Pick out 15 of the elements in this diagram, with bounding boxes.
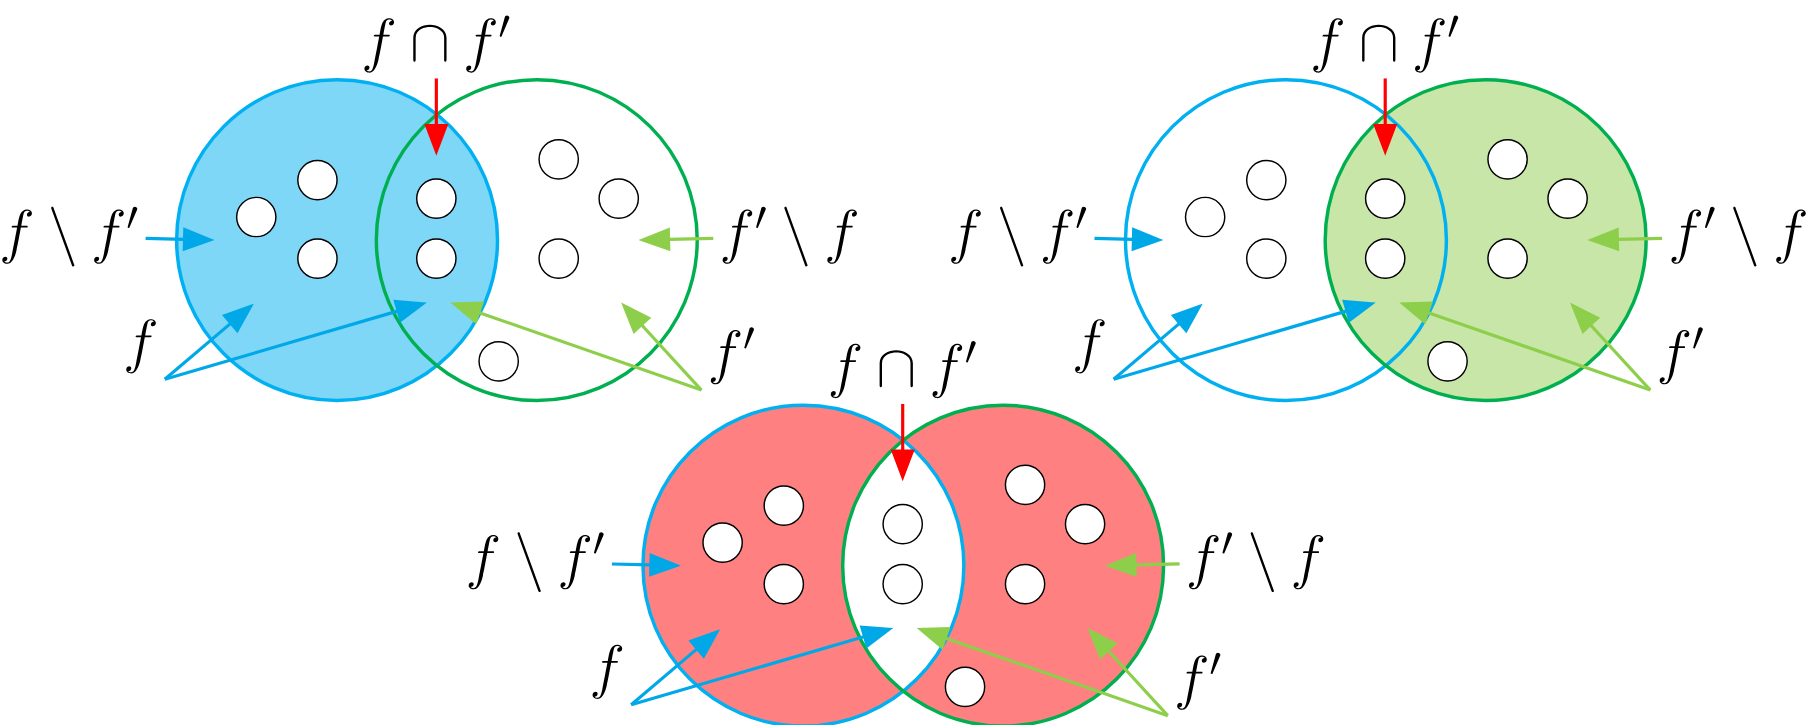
set-label: $f \cap f'$	[1313, 15, 1459, 73]
set-label: $f'$	[1659, 327, 1703, 385]
set-label: $f' \setminus f$	[1671, 206, 1806, 267]
set-label: $f \cap f'$	[830, 341, 976, 399]
set-label: $f' \setminus f$	[722, 206, 857, 267]
set-label: $f' \setminus f$	[1189, 532, 1324, 593]
set-label: $f \cap f'$	[364, 15, 510, 73]
set-label: $f$	[1075, 319, 1105, 374]
set-label: $f$	[126, 319, 156, 374]
set-label: $f \setminus f'$	[951, 206, 1087, 267]
set-label: $f'$	[1177, 652, 1221, 710]
set-label: $f \setminus f'$	[468, 532, 604, 593]
set-label: $f \setminus f'$	[2, 206, 138, 267]
set-label: $f$	[592, 644, 623, 700]
set-label: $f'$	[710, 327, 754, 385]
